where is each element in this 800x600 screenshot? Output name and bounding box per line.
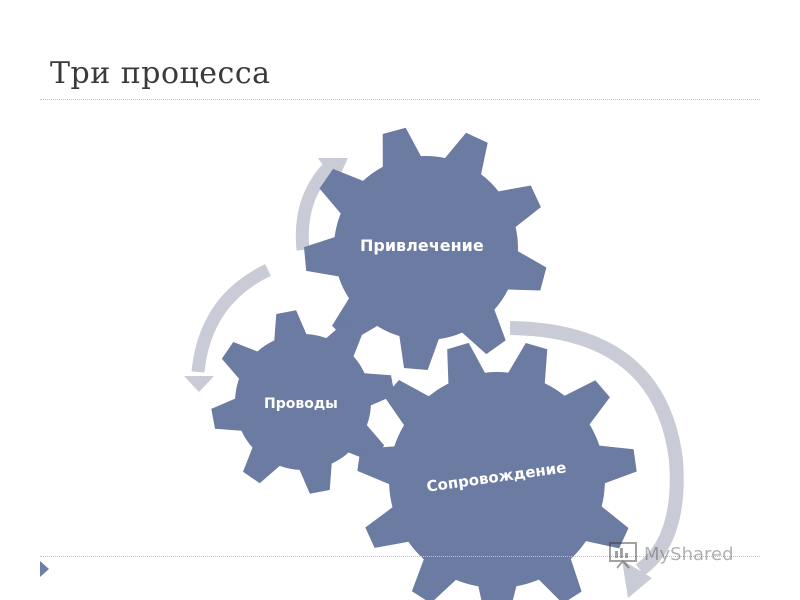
arrow-left-head — [184, 376, 214, 392]
arrow-right — [509, 321, 684, 576]
gear-label-provody: Проводы — [264, 396, 338, 412]
play-triangle-icon[interactable] — [40, 561, 49, 577]
projector-icon — [609, 542, 637, 569]
watermark: MyShared — [608, 538, 734, 570]
arrow-right-head — [622, 560, 652, 598]
gear-label-privlechenie: Привлечение — [360, 236, 484, 255]
gear-soprovozhdenie-shape — [357, 342, 637, 600]
title-divider — [40, 99, 760, 100]
watermark-text: MyShared — [644, 543, 734, 565]
arrow-top — [295, 163, 333, 251]
gear-provody-shape — [211, 310, 395, 494]
gear-privlechenie-shape — [304, 127, 547, 370]
arrow-left — [191, 264, 271, 373]
footer-divider — [40, 556, 760, 557]
slide-title: Три процесса — [50, 56, 271, 91]
